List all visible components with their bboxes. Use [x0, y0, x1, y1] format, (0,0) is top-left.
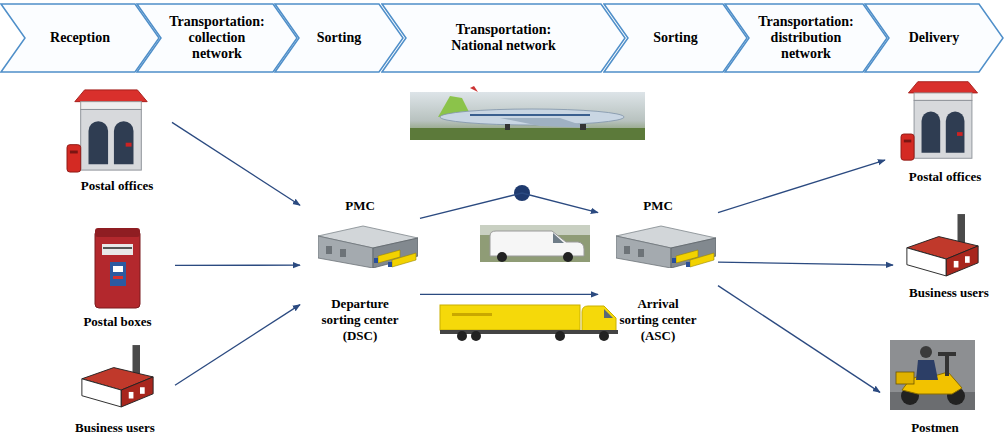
node-label: Transportation: National network: [434, 22, 574, 54]
node-label: Business users: [75, 420, 155, 436]
sender-node: Business users: [55, 343, 175, 437]
flow-arrow: [172, 122, 300, 205]
node-label: Postal offices: [81, 178, 154, 194]
receiver-node: Postal offices: [885, 78, 1005, 186]
factory-icon: [907, 214, 978, 276]
stage-chevron: Reception: [0, 3, 160, 73]
chevron-shape: [137, 4, 297, 72]
factory-icon: [82, 345, 153, 407]
stage-chevron: Delivery: [864, 3, 1004, 73]
chevron-shape: [382, 4, 625, 72]
sender-node: Postal offices: [62, 85, 172, 195]
chevron-shape: [275, 4, 403, 72]
node-label: Postal boxes: [83, 314, 151, 330]
post-office-icon: [67, 90, 147, 172]
node-label: Sorting: [631, 30, 721, 46]
node-label: Postal offices: [909, 169, 982, 185]
chevron-shape: [725, 4, 887, 72]
node-label: Departure sorting center (DSC): [320, 296, 400, 344]
sorting-center-node: PMC Departure sorting center (DSC): [300, 198, 420, 344]
flow-arrow: [420, 294, 598, 295]
sorting-center-node: PMC Arrival sorting center (ASC): [598, 198, 718, 344]
chevron-shape: [604, 4, 747, 72]
airplane-photo: [410, 86, 645, 140]
chevron-shape: [1, 4, 159, 72]
chevron-shape: [865, 4, 1003, 72]
stage-chevron: Transportation: National network: [381, 3, 626, 73]
sender-node: Postal boxes: [60, 225, 175, 331]
stage-chevron: Sorting: [603, 3, 748, 73]
postman-scooter-photo: [890, 340, 975, 410]
stage-chevron: Transportation: distribution network: [724, 3, 888, 73]
node-label: Reception: [30, 30, 130, 46]
truck-photo: [440, 305, 618, 341]
receiver-node: Business users: [893, 212, 1005, 302]
node-label: Business users: [909, 285, 989, 301]
flow-arrow: [175, 265, 300, 266]
receiver-node: Postmen: [880, 340, 990, 437]
flow-arrow: [718, 262, 893, 265]
node-label: Postmen: [911, 420, 959, 436]
sorting-center-icon: [616, 226, 716, 268]
flow-arrow: [175, 305, 300, 386]
flow-arrow: [420, 193, 598, 218]
node-heading: PMC: [643, 198, 673, 214]
node-label: Delivery: [891, 30, 977, 46]
node-label: Transportation: distribution network: [750, 14, 862, 62]
sorting-center-icon: [318, 226, 418, 268]
van-photo: [480, 225, 590, 262]
stage-chevron: Transportation: collection network: [136, 3, 298, 73]
postal-box-icon: [95, 228, 140, 308]
node-heading: PMC: [345, 198, 375, 214]
node-label: Sorting: [301, 30, 377, 46]
node-label: Arrival sorting center (ASC): [618, 296, 698, 344]
flow-arrow: [718, 286, 880, 393]
node-label: Transportation: collection network: [162, 14, 272, 62]
flow-arrow: [718, 160, 885, 213]
post-office-icon: [901, 82, 978, 160]
stage-chevron: Sorting: [274, 3, 404, 73]
